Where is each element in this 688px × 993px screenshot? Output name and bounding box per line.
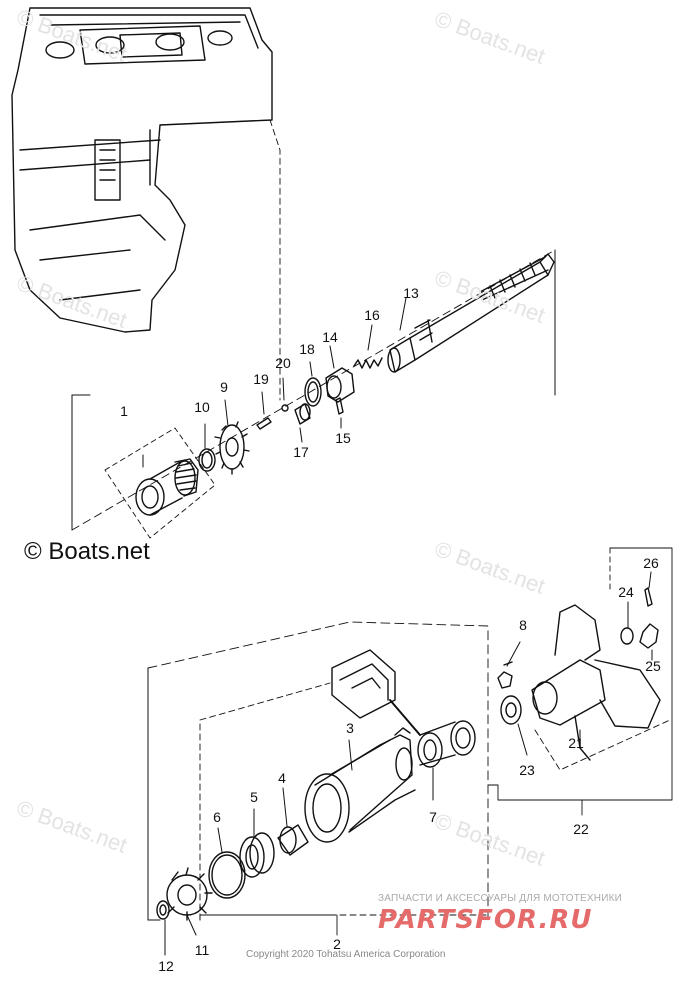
callout-8: 8	[519, 617, 527, 633]
callout-23: 23	[519, 762, 535, 778]
callout-9: 9	[220, 379, 228, 395]
brand-logo: PARTSFOR.RU	[378, 905, 593, 935]
callout-15: 15	[335, 430, 351, 446]
brand-tagline: ЗАПЧАСТИ И АКСЕССУАРЫ ДЛЯ МОТОТЕХНИКИ	[378, 893, 623, 904]
callout-3: 3	[346, 720, 354, 736]
callout-21: 21	[568, 735, 584, 751]
callout-25: 25	[645, 658, 661, 674]
callout-19: 19	[253, 371, 269, 387]
copyright: Copyright 2020 Tohatsu America Corporati…	[246, 949, 446, 960]
gear-case-housing	[11, 7, 273, 333]
watermark-main: © Boats.net	[24, 538, 150, 565]
callout-6: 6	[213, 809, 221, 825]
callout-4: 4	[278, 770, 286, 786]
bearing-housing	[304, 727, 416, 843]
callout-16: 16	[364, 307, 380, 323]
callout-2: 2	[333, 936, 341, 952]
callout-5: 5	[250, 789, 258, 805]
callout-26: 26	[643, 555, 659, 571]
callout-20: 20	[275, 355, 291, 371]
callout-11: 11	[194, 942, 210, 958]
callout-14: 14	[322, 329, 338, 345]
propeller	[531, 604, 661, 761]
callout-7: 7	[429, 809, 437, 825]
callout-24: 24	[618, 584, 634, 600]
callout-18: 18	[299, 341, 315, 357]
callout-22: 22	[573, 821, 589, 837]
callout-12: 12	[158, 958, 174, 974]
callout-10: 10	[194, 399, 210, 415]
callout-17: 17	[293, 444, 309, 460]
inset-detail	[331, 649, 421, 736]
callout-13: 13	[403, 285, 419, 301]
callout-1: 1	[120, 403, 128, 419]
